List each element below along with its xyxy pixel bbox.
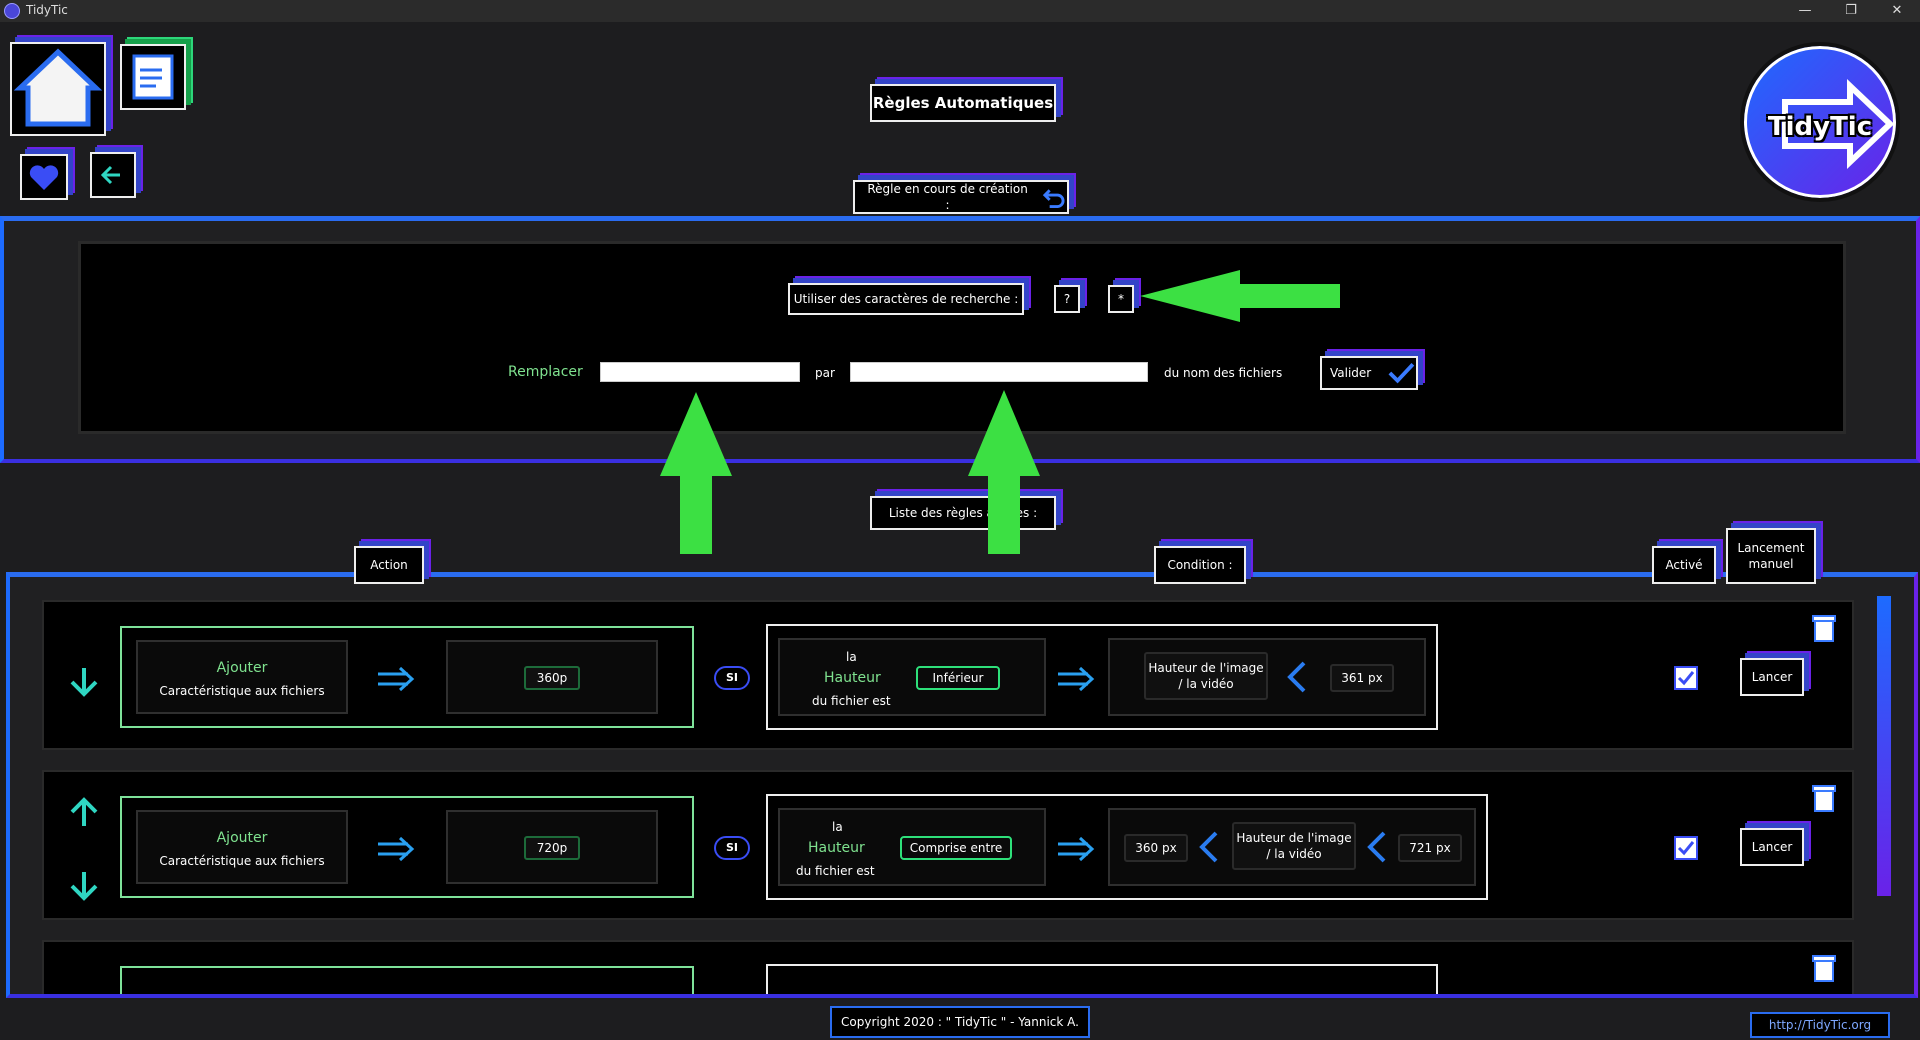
move-down-icon[interactable]	[66, 868, 102, 904]
less-than-icon	[1199, 831, 1218, 863]
app-icon	[4, 3, 20, 19]
column-active: Activé	[1652, 546, 1716, 584]
si-badge: SI	[714, 666, 750, 690]
rule-creation-text: Règle en cours de création :	[867, 182, 1028, 212]
copyright: Copyright 2020 : " TidyTic " - Yannick A…	[830, 1006, 1090, 1038]
value-pill: 360p	[524, 666, 580, 690]
less-than-icon	[1287, 661, 1306, 693]
heart-icon	[29, 165, 59, 190]
action-desc: Caractéristique aux fichiers	[159, 684, 325, 698]
edit-icon	[132, 54, 174, 100]
list-scrollbar[interactable]	[1877, 596, 1891, 896]
favorites-button[interactable]	[20, 154, 68, 200]
check-icon	[1388, 363, 1415, 384]
active-checkbox[interactable]	[1674, 836, 1698, 860]
cond-post: du fichier est	[812, 694, 891, 708]
target-field: Hauteur de l'image / la vidéo	[1144, 652, 1268, 700]
limit-value: 361 px	[1330, 664, 1394, 692]
action-box	[120, 966, 694, 994]
restore-button[interactable]: ❐	[1845, 3, 1857, 18]
move-down-icon[interactable]	[66, 664, 102, 700]
edit-rules-button[interactable]	[120, 44, 186, 110]
logo-text: TidyTic	[1767, 112, 1873, 142]
less-than-icon	[1367, 831, 1386, 863]
operator-select[interactable]: Comprise entre	[900, 836, 1012, 860]
cond-attr: Hauteur	[824, 670, 881, 686]
target-field: Hauteur de l'image / la vidéo	[1232, 822, 1356, 870]
title-bar: TidyTic — ❐ ✕	[0, 0, 1920, 22]
action-cell	[136, 640, 348, 714]
validate-label: Valider	[1330, 366, 1372, 380]
operator-select[interactable]: Inférieur	[916, 666, 1000, 690]
active-checkbox[interactable]	[1674, 666, 1698, 690]
replace-label: Remplacer	[508, 364, 583, 380]
undo-icon[interactable]	[1042, 186, 1067, 208]
cond-post: du fichier est	[796, 864, 875, 878]
wildcard-label: Utiliser des caractères de recherche :	[788, 283, 1024, 315]
validate-button[interactable]: Valider	[1320, 356, 1418, 390]
tidytic-logo: TidyTic	[1740, 42, 1900, 202]
back-arrow-icon	[100, 165, 120, 185]
suffix-label: du nom des fichiers	[1164, 366, 1283, 380]
minimize-button[interactable]: —	[1798, 3, 1812, 18]
rule-editor-area	[78, 241, 1846, 434]
annotation-arrow-left-icon	[1140, 270, 1340, 322]
move-up-icon[interactable]	[66, 794, 102, 830]
by-input[interactable]	[850, 362, 1148, 382]
home-button[interactable]	[10, 42, 106, 136]
checkmark-icon	[1677, 671, 1695, 686]
action-desc: Caractéristique aux fichiers	[159, 854, 325, 868]
value-pill: 720p	[524, 836, 580, 860]
by-label: par	[815, 366, 835, 380]
active-rules-label: Liste des règles actives :	[870, 496, 1056, 530]
website-link[interactable]: http://TidyTic.org	[1750, 1012, 1890, 1038]
limit-value: 721 px	[1398, 834, 1462, 862]
annotation-arrow-up-icon	[660, 392, 732, 554]
column-manual-run: Lancement manuel	[1726, 528, 1816, 584]
action-verb: Ajouter	[216, 660, 268, 676]
column-condition: Condition :	[1154, 546, 1246, 584]
cond-pre: la	[846, 650, 857, 664]
annotation-arrow-up-icon	[968, 390, 1040, 554]
double-arrow-icon	[378, 666, 415, 692]
action-cell	[136, 810, 348, 884]
close-button[interactable]: ✕	[1891, 3, 1903, 18]
window-title: TidyTic	[26, 3, 68, 17]
condition-box	[766, 964, 1438, 994]
page-title: Règles Automatiques	[870, 84, 1056, 122]
trash-icon[interactable]	[1810, 612, 1838, 644]
run-button[interactable]: Lancer	[1740, 658, 1804, 696]
cond-attr: Hauteur	[808, 840, 865, 856]
back-button[interactable]	[90, 152, 136, 198]
run-button[interactable]: Lancer	[1740, 828, 1804, 866]
wildcard-star-button[interactable]: *	[1108, 285, 1134, 313]
column-action: Action	[354, 546, 424, 584]
cond-pre: la	[832, 820, 843, 834]
condition-cell	[778, 638, 1046, 716]
rule-creation-label: Règle en cours de création :	[853, 180, 1069, 214]
replace-input[interactable]	[600, 362, 800, 382]
double-arrow-icon	[1058, 666, 1095, 692]
action-verb: Ajouter	[216, 830, 268, 846]
low-value: 360 px	[1124, 834, 1188, 862]
logo-arrow-icon	[1782, 79, 1895, 169]
wildcard-question-button[interactable]: ?	[1054, 285, 1080, 313]
trash-icon[interactable]	[1810, 952, 1838, 984]
trash-icon[interactable]	[1810, 782, 1838, 814]
si-badge: SI	[714, 836, 750, 860]
checkmark-icon	[1677, 841, 1695, 856]
double-arrow-icon	[1058, 836, 1095, 862]
home-icon	[13, 48, 103, 127]
double-arrow-icon	[378, 836, 415, 862]
